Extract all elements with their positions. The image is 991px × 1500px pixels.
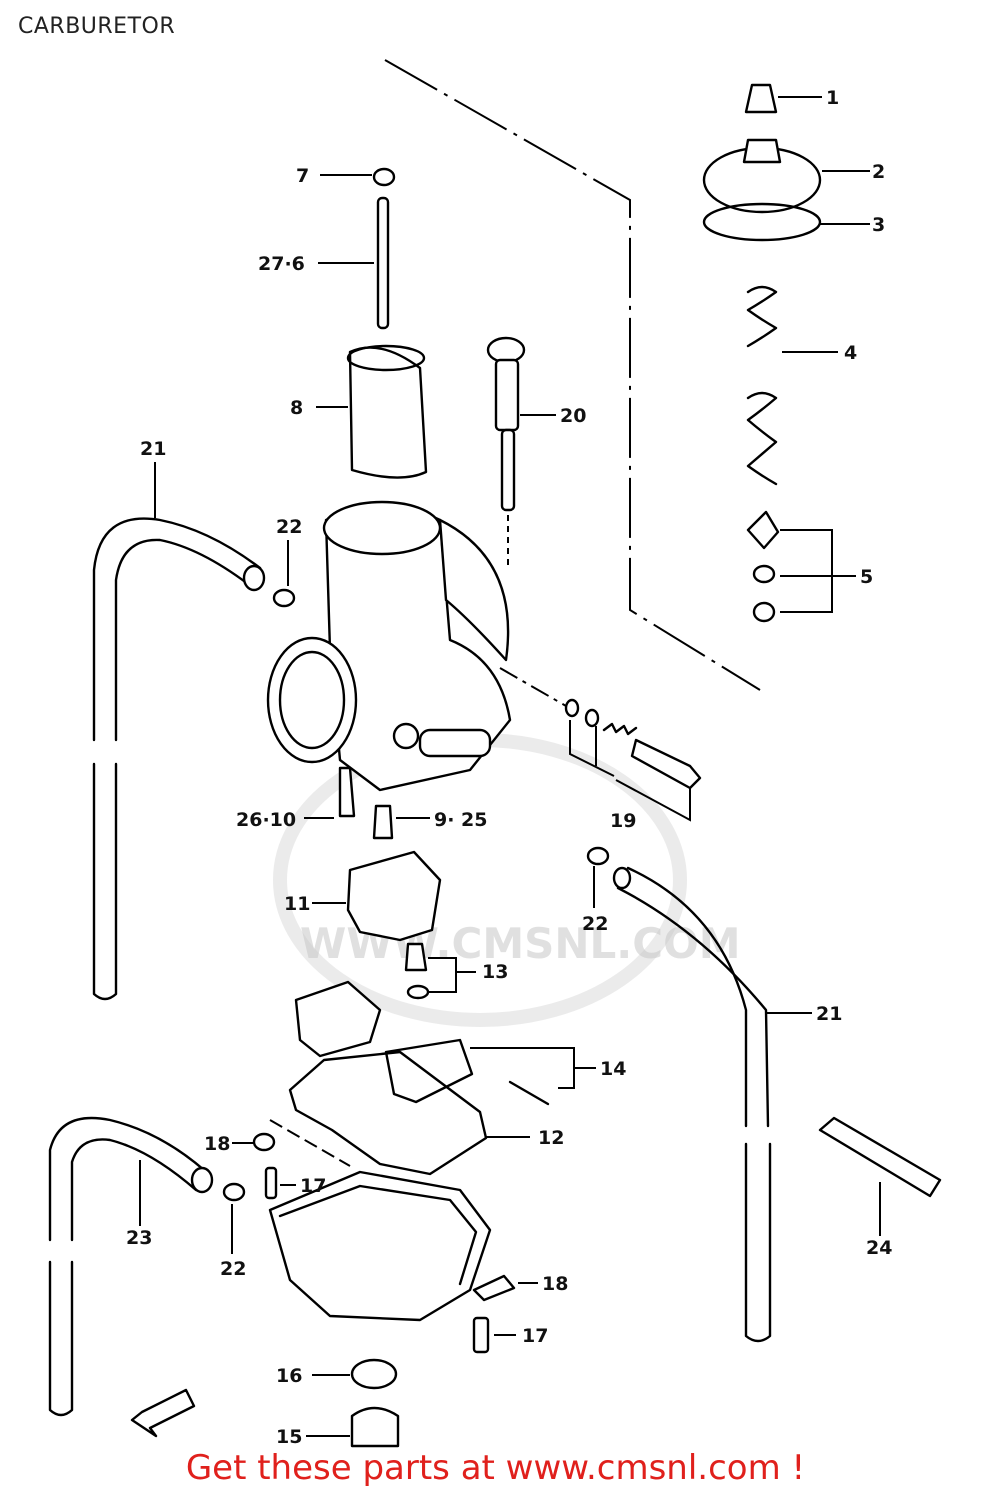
footer-promo-text: Get these parts at www.cmsnl.com !: [185, 1448, 806, 1488]
callout-21-left: 21: [140, 438, 166, 460]
callout-4: 4: [844, 342, 857, 364]
part-5-clip-set: [746, 510, 856, 623]
assembly-line-top: [384, 59, 761, 691]
part-26-10-pilot-jet: [304, 766, 356, 819]
part-21-hose-right: [612, 866, 812, 1343]
part-14-float: [294, 980, 596, 1106]
forward-arrow-icon: [130, 1388, 196, 1438]
part-13-needle-valve: [404, 942, 476, 1000]
part-18-clamp-lower: [472, 1274, 538, 1302]
callout-22-b: 22: [582, 913, 608, 935]
part-9-25-main-jet: [372, 804, 430, 840]
callout-22-a: 22: [276, 516, 302, 538]
callout-21-right: 21: [816, 1003, 842, 1025]
callout-3: 3: [872, 214, 885, 236]
callout-24: 24: [866, 1237, 892, 1259]
callout-15: 15: [276, 1426, 302, 1448]
part-11-holder: [312, 850, 442, 942]
callout-1: 1: [826, 87, 839, 109]
callout-18-lower: 18: [542, 1273, 568, 1295]
part-27-6-needle: [318, 196, 390, 330]
part-23-hose: [48, 1116, 214, 1417]
part-15-drain-plug: [306, 1406, 400, 1448]
page-title: CARBURETOR: [18, 14, 176, 39]
part-17-screw-lower: [472, 1316, 516, 1354]
callout-5: 5: [860, 566, 873, 588]
part-16-o-ring: [312, 1358, 398, 1390]
callout-14: 14: [600, 1058, 626, 1080]
part-12-gasket: [269, 1050, 530, 1176]
callout-26-10: 26·10: [236, 809, 296, 831]
callout-27-6: 27·6: [258, 253, 305, 275]
callout-labels: 1 2 3 4 5 7 27·6 8 20 21 22 26·10 9· 25 …: [126, 87, 892, 1448]
carburetor-body: [266, 500, 512, 792]
callout-22-c: 22: [220, 1258, 246, 1280]
part-20-idle-screw: [486, 336, 556, 570]
callout-18-upper: 18: [204, 1133, 230, 1155]
part-24-bracket: [818, 1116, 942, 1236]
part-22-clamp-b: [586, 846, 610, 908]
part-21-hose-left: [92, 462, 266, 1001]
callout-11: 11: [284, 893, 310, 915]
callout-19: 19: [610, 810, 636, 832]
callout-16: 16: [276, 1365, 302, 1387]
part-18-clamp-upper: [232, 1132, 276, 1152]
part-22-clamp-c: [222, 1182, 246, 1254]
callout-7: 7: [296, 165, 309, 187]
part-17-screw-upper: [264, 1166, 296, 1200]
part-3-gasket: [702, 202, 870, 242]
part-19-air-screw: [499, 667, 702, 822]
callout-17-upper: 17: [300, 1175, 326, 1197]
callout-2: 2: [872, 161, 885, 183]
callout-13: 13: [482, 961, 508, 983]
part-4-spring: [746, 285, 838, 486]
callout-12: 12: [538, 1127, 564, 1149]
callout-17-lower: 17: [522, 1325, 548, 1347]
part-2-top-cap: [702, 138, 870, 214]
float-bowl: [268, 1170, 492, 1322]
part-7-clip: [320, 167, 396, 187]
callout-23: 23: [126, 1227, 152, 1249]
callout-20: 20: [560, 405, 586, 427]
callout-8: 8: [290, 397, 303, 419]
part-1-cap: [744, 83, 822, 114]
part-22-clamp-a: [272, 540, 296, 608]
callout-9-25: 9· 25: [434, 809, 488, 831]
part-8-throttle-valve: [316, 344, 428, 479]
